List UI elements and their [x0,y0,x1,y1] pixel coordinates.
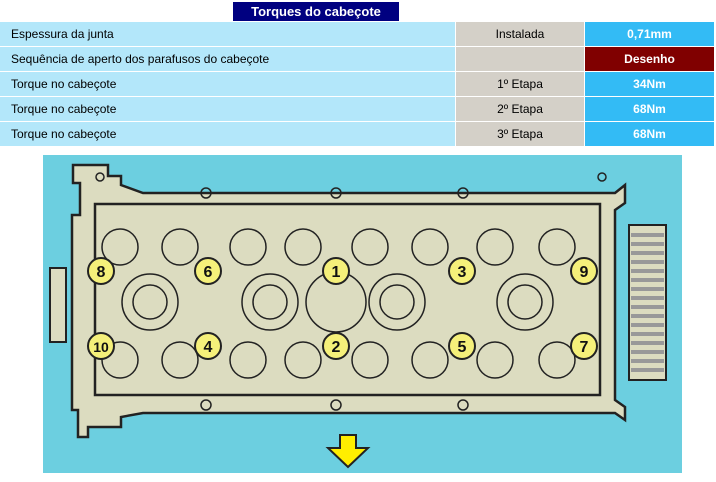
bolt-number: 10 [93,339,109,355]
dowel-hole [597,172,607,182]
valve-circle [538,341,576,379]
table-row: Sequência de aperto dos parafusos do cab… [0,47,714,71]
bolt-2: 2 [322,332,350,360]
front-arrow-icon [325,434,371,469]
camshaft-bearing [368,273,426,331]
valve-circle [538,228,576,266]
gear-tooth [631,332,664,336]
bolt-1: 1 [322,257,350,285]
bolt-number: 9 [580,264,589,281]
valve-circle [351,228,389,266]
row-value: 68Nm [585,97,714,121]
row-stage: 3º Etapa [456,122,584,146]
valve-circle [284,341,322,379]
gear-tooth [631,359,664,363]
dowel-hole [457,187,469,199]
valve-circle [161,341,199,379]
gear-tooth [631,350,664,354]
valve-circle [476,341,514,379]
drawing-link[interactable]: Desenho [585,47,714,71]
gear-tooth [631,368,664,372]
bolt-number: 5 [458,339,467,356]
gear-tooth [631,233,664,237]
bolt-number: 1 [332,264,341,281]
bolt-9: 9 [570,257,598,285]
bolt-6: 6 [194,257,222,285]
gear-tooth [631,260,664,264]
bolt-8: 8 [87,257,115,285]
gear-tooth [631,269,664,273]
camshaft-hole [507,284,543,320]
valve-circle [101,228,139,266]
page-title: Torques do cabeçote [233,2,399,21]
row-label: Torque no cabeçote [0,72,455,96]
bolt-10: 10 [87,332,115,360]
bolt-number: 8 [97,264,106,281]
right-gear [628,224,667,381]
gear-tooth [631,341,664,345]
row-stage [456,47,584,71]
valve-circle [411,228,449,266]
dowel-hole [95,172,105,182]
camshaft-hole [379,284,415,320]
row-value: 68Nm [585,122,714,146]
row-value: 0,71mm [585,22,714,46]
bolt-number: 3 [458,264,467,281]
row-stage: 1º Etapa [456,72,584,96]
bolt-4: 4 [194,332,222,360]
row-label: Espessura da junta [0,22,455,46]
valve-circle [229,341,267,379]
gear-tooth [631,314,664,318]
camshaft-bearing [496,273,554,331]
valve-circle [101,341,139,379]
bolt-3: 3 [448,257,476,285]
row-label: Torque no cabeçote [0,122,455,146]
dowel-hole [200,399,212,411]
bolt-number: 6 [204,264,213,281]
dowel-hole [330,399,342,411]
bolt-number: 7 [580,339,589,356]
cylinder-head-diagram: 8 6 1 3 9 10 4 2 5 7 [43,155,682,473]
gear-tooth [631,287,664,291]
bolt-number: 2 [332,339,341,356]
bolt-number: 4 [204,339,213,356]
gear-tooth [631,251,664,255]
gear-tooth [631,278,664,282]
row-label: Sequência de aperto dos parafusos do cab… [0,47,455,71]
camshaft-bearing [241,273,299,331]
row-label: Torque no cabeçote [0,97,455,121]
dowel-hole [330,187,342,199]
bolt-5: 5 [448,332,476,360]
valve-circle [476,228,514,266]
valve-circle [284,228,322,266]
gear-tooth [631,296,664,300]
camshaft-hole [132,284,168,320]
row-stage: 2º Etapa [456,97,584,121]
camshaft-bearing [121,273,179,331]
dowel-hole [200,187,212,199]
row-stage: Instalada [456,22,584,46]
gear-tooth [631,323,664,327]
valve-circle [161,228,199,266]
valve-circle [229,228,267,266]
row-value: 34Nm [585,72,714,96]
bolt-7: 7 [570,332,598,360]
camshaft-hole [252,284,288,320]
gear-tooth [631,305,664,309]
valve-circle [411,341,449,379]
left-bar [49,267,67,343]
valve-circle [351,341,389,379]
gear-tooth [631,242,664,246]
dowel-hole [457,399,469,411]
